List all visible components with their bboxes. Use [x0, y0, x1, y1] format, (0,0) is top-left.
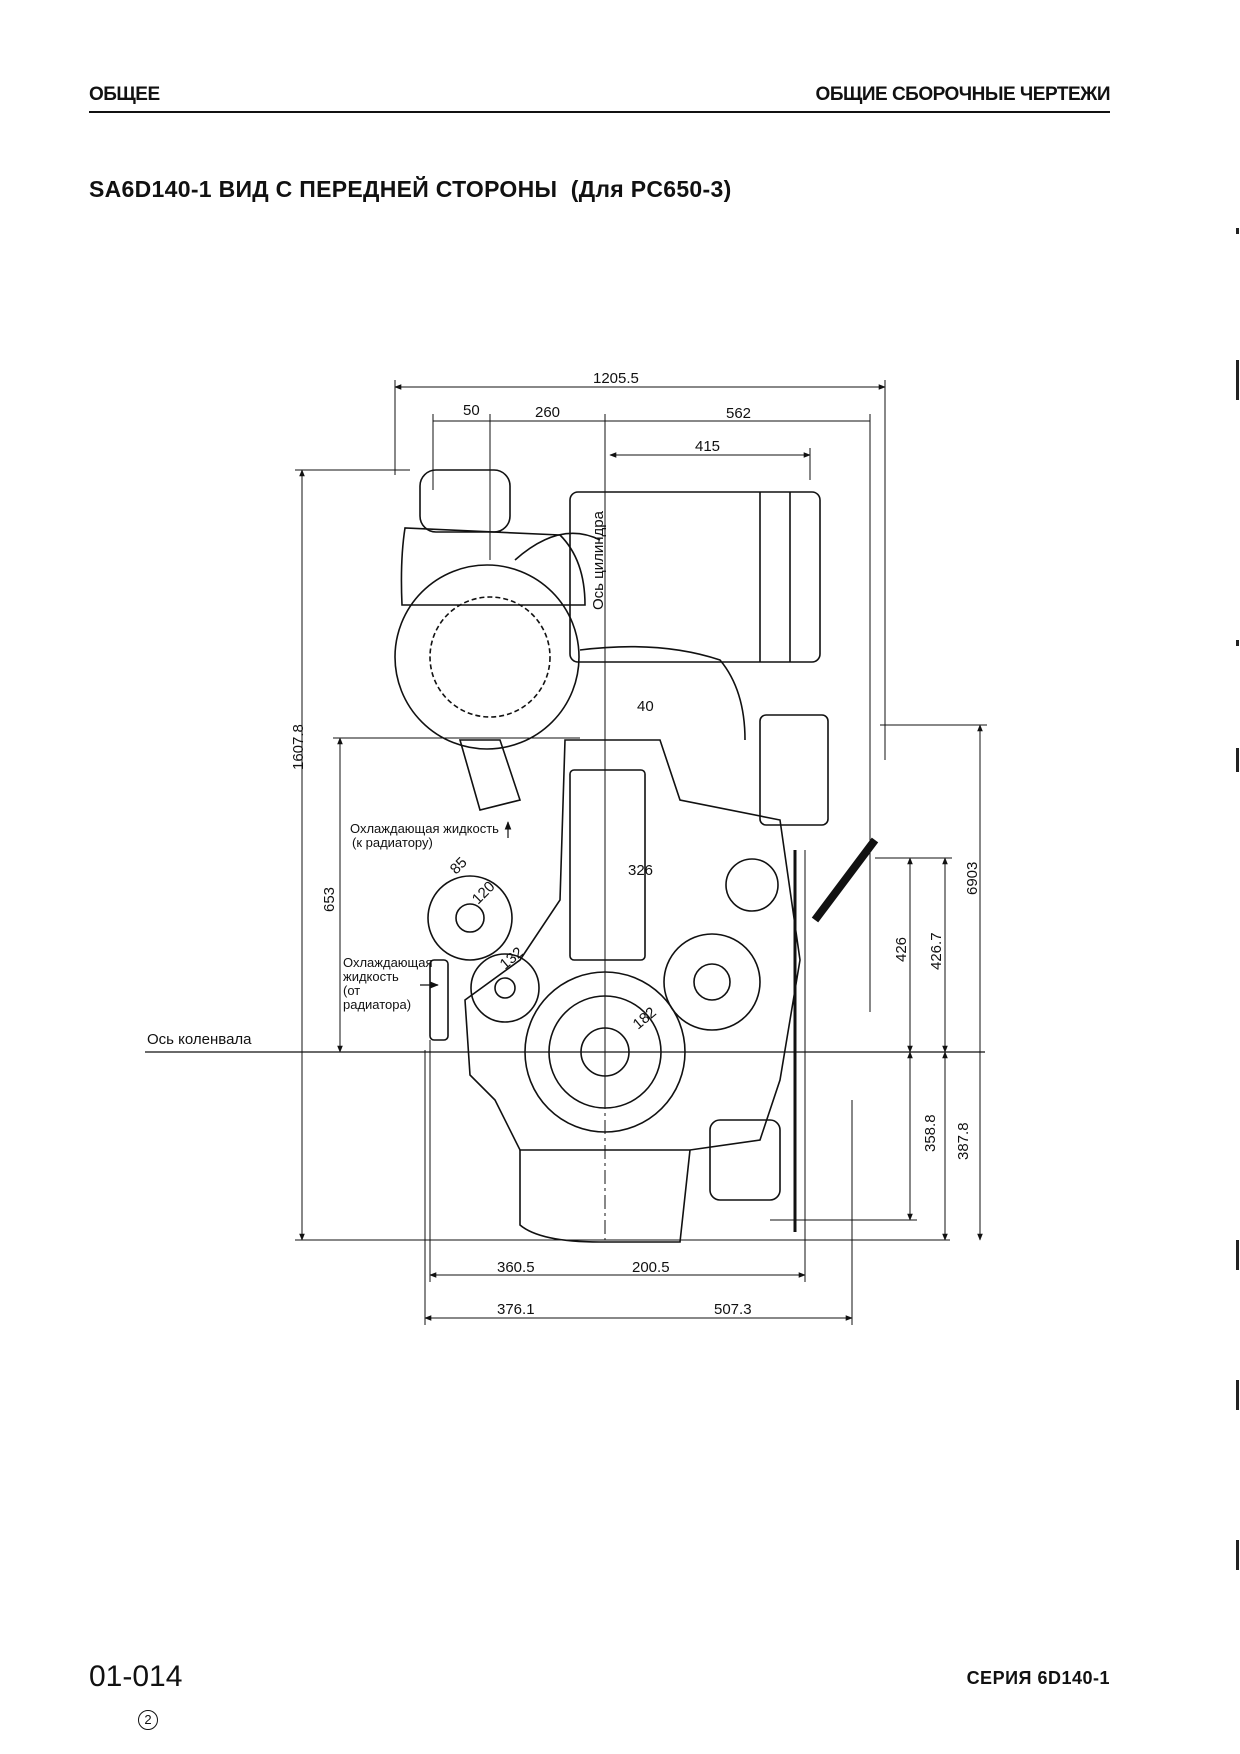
page-edge-mark: [1236, 1540, 1239, 1570]
dim-120: 120: [469, 878, 499, 908]
dim-415: 415: [695, 438, 720, 455]
drawing-text: 1205.5 50 260 562 415 40 85 120 326 132 …: [147, 370, 981, 1318]
engine-outline: [394, 469, 879, 1243]
label-coolant-to-radiator-1: Охлаждающая жидкость: [350, 821, 499, 836]
page-title: SA6D140-1 ВИД С ПЕРЕДНЕЙ СТОРОНЫ (Для PC…: [89, 176, 732, 202]
label-crankshaft-axis: Ось коленвала: [147, 1031, 252, 1048]
revision-mark: 2: [138, 1710, 158, 1730]
label-coolant-from-radiator-3: (от: [343, 983, 360, 998]
dim-653: 653: [321, 887, 338, 912]
page-edge-mark: [1236, 640, 1239, 646]
page-edge-mark: [1236, 1240, 1239, 1270]
dim-562: 562: [726, 405, 751, 422]
dim-358-8: 358.8: [922, 1114, 939, 1152]
dim-132: 132: [497, 944, 527, 973]
dim-426: 426: [893, 937, 910, 962]
label-coolant-to-radiator-2: (к радиатору): [352, 835, 433, 850]
dim-387-8: 387.8: [955, 1122, 972, 1160]
dim-260: 260: [535, 404, 560, 421]
dim-40: 40: [637, 698, 654, 715]
page-edge-mark: [1236, 360, 1239, 400]
dim-50: 50: [463, 402, 480, 419]
header-chapter: ОБЩИЕ СБОРОЧНЫЕ ЧЕРТЕЖИ: [815, 84, 1111, 105]
header-section: ОБЩЕЕ: [89, 84, 160, 105]
coolant-arrows: [420, 821, 512, 989]
page-edge-mark: [1236, 228, 1239, 234]
page-number: 01-014: [89, 1660, 183, 1693]
label-cylinder-axis: Ось цилиндра: [590, 510, 607, 610]
page-edge-mark: [1236, 1380, 1239, 1410]
dim-360-5: 360.5: [497, 1259, 535, 1276]
label-coolant-from-radiator-2: жидкость: [343, 969, 399, 984]
dim-426-7: 426.7: [928, 932, 945, 970]
page-edge-mark: [1236, 748, 1239, 772]
dim-507-3: 507.3: [714, 1301, 752, 1318]
dim-overall-height: 1607.8: [290, 724, 307, 770]
dim-200-5: 200.5: [632, 1259, 670, 1276]
dim-376-1: 376.1: [497, 1301, 535, 1318]
dim-85: 85: [447, 854, 471, 878]
header-rule: [89, 111, 1110, 113]
series-label: СЕРИЯ 6D140-1: [966, 1668, 1110, 1688]
label-coolant-from-radiator-1: Охлаждающая: [343, 955, 433, 970]
dim-326: 326: [628, 862, 653, 879]
dim-overall-width: 1205.5: [593, 370, 639, 387]
dim-6903: 6903: [964, 862, 981, 895]
label-coolant-from-radiator-4: радиатора): [343, 997, 411, 1012]
